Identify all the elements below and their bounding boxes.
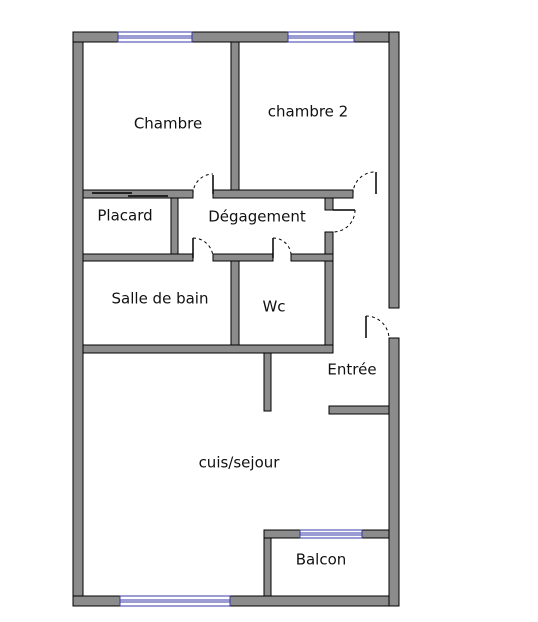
window-chambre	[117, 31, 193, 43]
label-chambre2: chambre 2	[268, 103, 348, 121]
door-chambre	[192, 173, 214, 195]
room-labels: Chambre chambre 2 Placard Dégagement Sal…	[97, 103, 376, 569]
wall-right-upper	[388, 31, 400, 309]
wall-degagement-bottom-mid	[212, 253, 274, 262]
door-chambre2	[352, 171, 377, 195]
label-balcon: Balcon	[296, 551, 347, 569]
door-degagement-right	[332, 209, 356, 233]
windows	[117, 31, 363, 607]
label-salle-de-bain: Salle de bain	[112, 290, 209, 308]
wall-left	[72, 31, 84, 607]
window-chambre2	[287, 31, 355, 43]
doors	[192, 171, 390, 339]
wall-degagement-right-bottom	[324, 231, 334, 255]
wall-balcon-left	[263, 537, 272, 597]
label-wc: Wc	[262, 298, 285, 316]
outer-walls	[72, 31, 400, 607]
wall-placard-right	[170, 197, 179, 255]
wall-bath-bottom	[82, 344, 334, 354]
door-salle-de-bain	[192, 237, 214, 259]
label-degagement: Dégagement	[208, 208, 306, 226]
label-chambre: Chambre	[134, 115, 202, 133]
interior-walls	[82, 41, 390, 597]
window-balcon	[299, 529, 363, 539]
wall-sejour-stub	[263, 352, 272, 412]
wall-sdb-wc	[230, 260, 240, 346]
wall-entree-bottom	[328, 405, 390, 415]
placard-doors	[92, 192, 168, 197]
wall-degagement-right-top	[324, 197, 334, 211]
door-entree	[365, 315, 390, 339]
wall-chambre-bottom	[82, 189, 194, 199]
label-placard: Placard	[97, 207, 152, 225]
wall-degagement-bottom-right	[290, 253, 334, 262]
wall-wc-right	[324, 260, 334, 346]
label-cuis-sejour: cuis/sejour	[199, 454, 281, 472]
door-wc	[272, 237, 292, 259]
wall-right-lower	[388, 337, 400, 607]
label-entree: Entrée	[327, 361, 376, 379]
window-sejour	[119, 595, 231, 607]
wall-placard-bottom	[82, 253, 194, 262]
wall-between-bedrooms	[230, 41, 240, 191]
wall-chambre2-bottom	[212, 189, 354, 199]
